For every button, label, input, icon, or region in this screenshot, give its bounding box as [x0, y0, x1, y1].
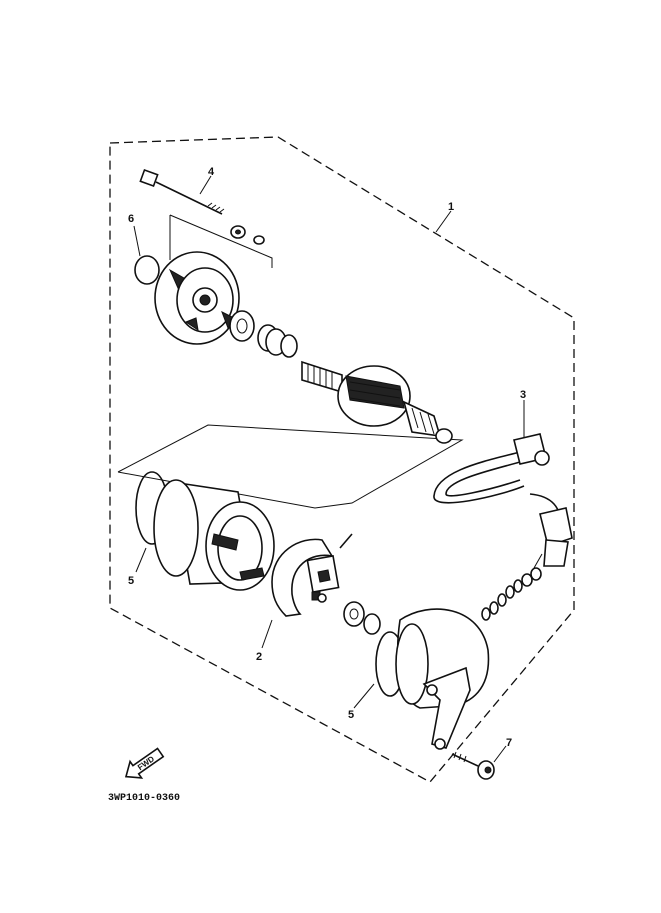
lead-wire-part-3 — [433, 433, 573, 567]
bolt-part-7 — [451, 751, 495, 780]
diagram-code: 3WP1010-0360 — [108, 793, 180, 804]
callout-6: 6 — [128, 213, 134, 225]
fwd-arrow-icon: FWD — [124, 747, 165, 779]
bolt-part-4 — [139, 168, 265, 245]
yoke-housing — [153, 479, 275, 591]
callout-5-lower: 5 — [348, 709, 354, 721]
assembly-boundary — [109, 136, 575, 783]
terminal-hardware — [481, 553, 543, 621]
callout-7: 7 — [506, 737, 512, 749]
callout-3: 3 — [520, 389, 526, 401]
callout-5-upper: 5 — [128, 575, 134, 587]
washer-stack — [229, 310, 298, 358]
o-ring-part-6 — [134, 255, 160, 285]
armature — [301, 360, 453, 444]
callout-2: 2 — [256, 651, 262, 663]
yoke-group-bracket — [117, 424, 464, 509]
bolt-group-bracket — [169, 214, 273, 268]
rear-cover — [395, 608, 490, 750]
callout-1: 1 — [448, 201, 454, 213]
front-cover — [154, 251, 240, 345]
leader-lines — [133, 175, 525, 763]
callout-4: 4 — [208, 166, 215, 178]
brush-plate-part-2 — [271, 533, 353, 617]
rear-washers — [343, 601, 381, 635]
